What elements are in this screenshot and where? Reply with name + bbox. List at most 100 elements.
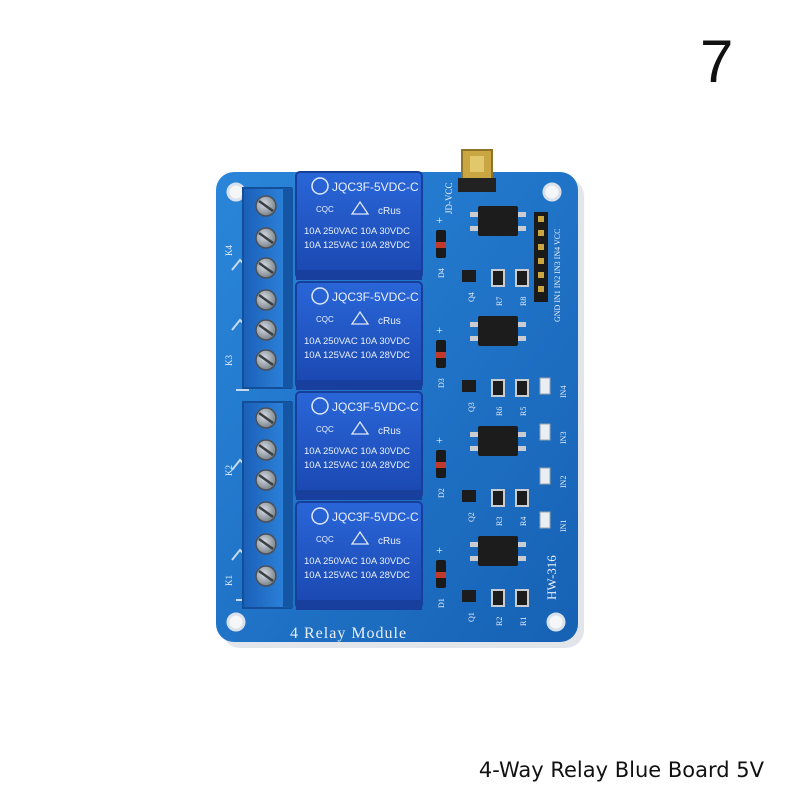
resistor: R3 (491, 489, 505, 526)
flyback-diode: + D2 (436, 433, 446, 498)
screw (255, 565, 277, 587)
svg-text:R2: R2 (495, 617, 504, 626)
diode-label: D3 (437, 378, 446, 388)
relay-k-label: K1 (224, 575, 234, 586)
resistor: R5 (515, 379, 529, 416)
relay-rating-2: 10A 125VAC 10A 28VDC (304, 460, 410, 471)
diode-label: D2 (437, 488, 446, 498)
screw (255, 407, 277, 429)
svg-text:Q2: Q2 (467, 512, 476, 522)
relay-rating-1: 10A 250VAC 10A 30VDC (304, 556, 410, 567)
relay-ul: cRus (378, 426, 401, 437)
resistor: R2 (491, 589, 505, 626)
warning-triangle-icon (350, 420, 370, 435)
screw (255, 533, 277, 555)
flyback-diode: + D1 (436, 543, 446, 608)
relay-model: JQC3F-5VDC-C (332, 400, 419, 414)
jumper-label: JD-VCC (444, 182, 454, 214)
screw (255, 319, 277, 341)
relay-cert: CQC (316, 315, 334, 324)
relay-ul: cRus (378, 206, 401, 217)
diode-label: D4 (437, 268, 446, 278)
model-label: HW-316 (544, 555, 559, 600)
relay-rating-1: 10A 250VAC 10A 30VDC (304, 226, 410, 237)
caption: 4-Way Relay Blue Board 5V (478, 758, 764, 782)
relay-k-label: K2 (224, 465, 234, 476)
relay-logo-icon (311, 507, 329, 525)
relay-logo-icon (311, 287, 329, 305)
terminal-screws (255, 195, 277, 587)
mounting-holes (226, 182, 566, 632)
screw (255, 501, 277, 523)
screw (255, 227, 277, 249)
svg-text:R3: R3 (495, 517, 504, 526)
relay-ul: cRus (378, 536, 401, 547)
optocoupler-chip (470, 206, 526, 236)
svg-text:IN4: IN4 (559, 386, 568, 398)
relay-k-label: K3 (224, 355, 234, 366)
warning-triangle-icon (350, 200, 370, 215)
relay-logo-icon (311, 177, 329, 195)
pin-header (534, 212, 548, 302)
relay-cert: CQC (316, 425, 334, 434)
svg-text:Q1: Q1 (467, 612, 476, 622)
flyback-diode: + D3 (436, 323, 446, 388)
optocouplers (470, 206, 526, 566)
relay-logo-icon (311, 397, 329, 415)
diode-label: D1 (437, 598, 446, 608)
svg-text:IN1: IN1 (559, 520, 568, 532)
relay-cert: CQC (316, 535, 334, 544)
resistor: R4 (515, 489, 529, 526)
optocoupler-chip (470, 316, 526, 346)
transistor: Q2 (462, 490, 476, 522)
svg-text:Q4: Q4 (467, 292, 476, 302)
resistor: R7 (491, 269, 505, 306)
screw (255, 289, 277, 311)
svg-text:R5: R5 (519, 407, 528, 416)
resistor: R8 (515, 269, 529, 306)
svg-text:R1: R1 (519, 617, 528, 626)
transistor: Q4 (462, 270, 476, 302)
relay-rating-2: 10A 125VAC 10A 28VDC (304, 350, 410, 361)
page-number: 7 (700, 28, 734, 95)
svg-text:R7: R7 (495, 297, 504, 306)
svg-text:+: + (436, 433, 443, 447)
transistor: Q1 (462, 590, 476, 622)
warning-triangle-icon (350, 530, 370, 545)
relay-ul: cRus (378, 316, 401, 327)
flyback-diode: + D4 (436, 213, 446, 278)
status-led: IN2 (539, 467, 568, 488)
svg-text:R6: R6 (495, 407, 504, 416)
jumper-header (458, 149, 496, 192)
svg-text:Q3: Q3 (467, 402, 476, 412)
status-led: IN4 (539, 377, 568, 398)
warning-triangle-icon (350, 310, 370, 325)
svg-text:R8: R8 (519, 297, 528, 306)
screw (255, 349, 277, 371)
status-led: IN3 (539, 423, 568, 444)
svg-text:IN3: IN3 (559, 432, 568, 444)
module-label: 4 Relay Module (290, 625, 407, 642)
resistor: R6 (491, 379, 505, 416)
svg-text:+: + (436, 323, 443, 337)
optocoupler-chip (470, 536, 526, 566)
svg-text:R4: R4 (519, 517, 528, 526)
svg-text:+: + (436, 213, 443, 227)
relay-rating-2: 10A 125VAC 10A 28VDC (304, 240, 410, 251)
relay-model: JQC3F-5VDC-C (332, 510, 419, 524)
screw (255, 257, 277, 279)
relays: JQC3F-5VDC-C CQC cRus 10A 250VAC 10A 30VDC 1… (224, 171, 446, 610)
svg-text:IN2: IN2 (559, 476, 568, 488)
transistor: Q3 (462, 380, 476, 412)
optocoupler-chip (470, 426, 526, 456)
relay-rating-1: 10A 250VAC 10A 30VDC (304, 336, 410, 347)
screw (255, 195, 277, 217)
relay-cert: CQC (316, 205, 334, 214)
svg-text:+: + (436, 543, 443, 557)
